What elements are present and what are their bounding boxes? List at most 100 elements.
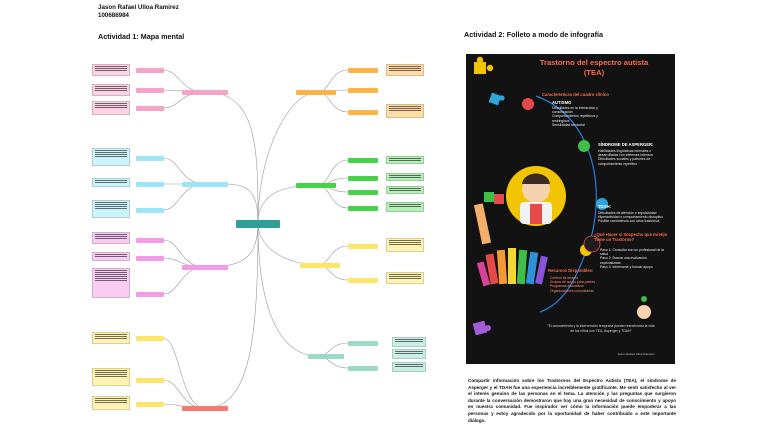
note — [92, 332, 130, 344]
badge-icon — [596, 198, 608, 210]
badge-icon — [522, 98, 534, 110]
list-item: Grupos de apoyo para padres — [550, 280, 596, 285]
infographic: Trastorno del espectro autista (TEA) Car… — [466, 54, 675, 364]
list-item: Habilidades lingüísticas normales o desa… — [598, 149, 654, 158]
list-item: Hiperactividad o comportamiento disrupti… — [598, 215, 664, 220]
infographic-footer: Jason Rafael Ulloa Ramirez — [617, 352, 655, 356]
branch-node-red — [182, 406, 228, 411]
note — [92, 178, 130, 187]
list-item: Paso 2: Buscar una evaluación especializ… — [600, 256, 647, 265]
autism-list: Dificultades en la interacción y comunic… — [552, 106, 612, 127]
subnode — [136, 292, 164, 297]
note — [386, 186, 424, 194]
note — [386, 64, 424, 76]
list-item: Comportamientos repetitivos y restringid… — [552, 114, 598, 123]
note — [92, 200, 130, 218]
note — [386, 104, 424, 118]
list-item: Paso 1: Consultar con un profesional de … — [600, 248, 664, 257]
mind-map — [92, 64, 426, 411]
subnode — [348, 88, 378, 93]
list-item: Programas educativos — [550, 284, 584, 289]
hands-illustration — [473, 192, 548, 287]
subnode — [348, 190, 378, 195]
branch-node-cyan — [182, 182, 228, 187]
asperger-heading: SÍNDROME DE ASPERGER: — [598, 142, 654, 147]
characteristics-heading: Características del cuadro clínico — [542, 92, 609, 97]
subnode — [136, 208, 164, 213]
subnode — [136, 88, 164, 93]
reflection-paragraph: Compartir información sobre los Trastorn… — [468, 378, 676, 423]
subnode — [348, 176, 378, 181]
activity1-heading: Actividad 1: Mapa mental — [98, 32, 185, 41]
note — [386, 238, 424, 252]
resources-list: Centros de terapia Grupos de apoyo para … — [550, 276, 606, 293]
question-list: Paso 1: Consultar con un profesional de … — [600, 248, 666, 269]
note — [392, 349, 426, 359]
subnode — [136, 378, 164, 383]
list-item: Dificultades de atención e impulsividad — [598, 211, 657, 215]
puzzle-icon — [472, 320, 491, 336]
puzzle-icon — [488, 92, 505, 106]
infographic-quote: "El conocimiento y la intervención tempr… — [547, 324, 655, 333]
subnode — [136, 402, 164, 407]
subnode — [348, 341, 378, 346]
infographic-title: Trastorno del espectro autista (TEA) — [539, 58, 649, 77]
list-item: Sensibilidad sensorial — [552, 122, 585, 127]
note — [92, 148, 130, 166]
note — [386, 272, 424, 284]
puzzle-icon — [474, 56, 494, 74]
list-item: Organizaciones comunitarias — [550, 288, 594, 293]
subnode — [136, 182, 164, 187]
note — [392, 337, 426, 347]
subnode — [348, 110, 378, 115]
note — [386, 202, 424, 212]
list-item: Dificultades en la interacción y comunic… — [552, 106, 598, 115]
list-item: Posible coexistencia con otros trastorno… — [598, 219, 660, 224]
note — [386, 156, 424, 164]
tdah-list: Dificultades de atención e impulsividad … — [598, 211, 668, 224]
question-heading: ¿Qué Hacer si Sospecho que mi Hijo Tiene… — [594, 232, 668, 242]
center-node — [236, 220, 280, 228]
note — [92, 396, 130, 410]
subnode — [348, 206, 378, 211]
child-illustration — [506, 166, 566, 226]
note — [92, 252, 130, 261]
author-block: Jason Rafael Ulloa Ramirez 100686984 — [98, 4, 179, 20]
infographic-decor — [472, 56, 651, 336]
autism-heading: AUTISMO — [552, 100, 572, 105]
branch-node-magenta — [182, 265, 228, 270]
subnode — [136, 336, 164, 341]
note — [92, 101, 130, 115]
list-item: Paso 3: Informarse y buscar apoyo — [600, 264, 653, 269]
branch-node-pink — [182, 90, 228, 95]
author-name: Jason Rafael Ulloa Ramirez — [98, 4, 179, 11]
subnode — [136, 106, 164, 111]
branch-node-teal — [308, 354, 344, 359]
subnode — [136, 238, 164, 243]
subnode — [348, 244, 378, 249]
subnode — [136, 156, 164, 161]
subnode — [136, 68, 164, 73]
badge-icon — [578, 140, 590, 152]
note — [92, 64, 130, 76]
note — [92, 232, 130, 244]
asperger-list: Habilidades lingüísticas normales o desa… — [598, 149, 668, 166]
branch-node-green — [296, 183, 336, 188]
subnode — [348, 158, 378, 163]
note — [92, 84, 130, 96]
subnode — [348, 278, 378, 283]
note — [386, 173, 424, 181]
note — [92, 268, 130, 298]
note — [392, 362, 426, 372]
child-portrait-icon — [637, 305, 651, 319]
subnode — [136, 256, 164, 261]
subnode — [348, 366, 378, 371]
puzzle-icon — [641, 296, 647, 302]
resources-heading: Recursos Disponibles: — [548, 268, 594, 273]
activity2-heading: Actividad 2: Folleto a modo de infografí… — [464, 30, 603, 39]
note — [92, 368, 130, 386]
list-item: Centros de terapia — [550, 276, 578, 280]
branch-node-yellow — [300, 263, 340, 268]
branch-node-orange — [296, 90, 336, 95]
